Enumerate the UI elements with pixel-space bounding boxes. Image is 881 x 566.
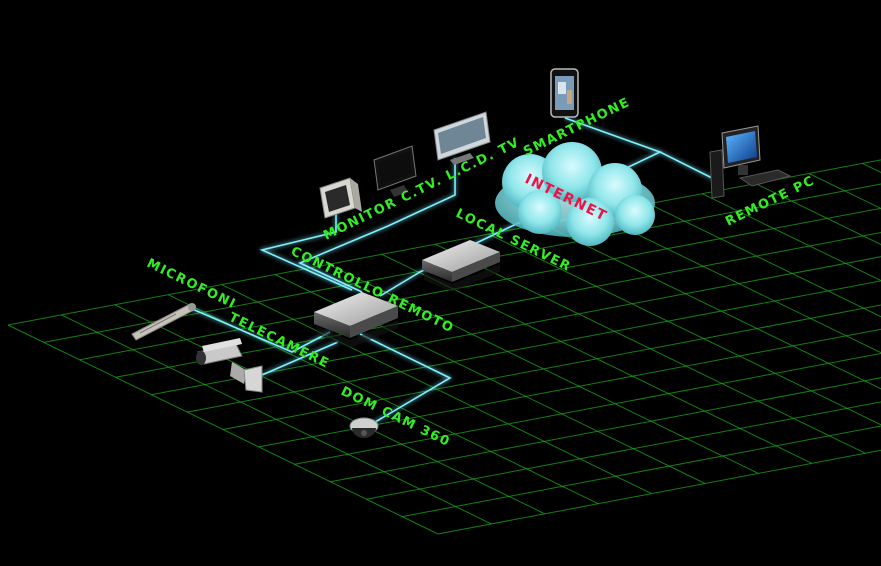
grid-line (648, 203, 881, 318)
cable-remotepc-internet (659, 151, 721, 183)
grid-line (330, 377, 881, 483)
grid-line (258, 328, 881, 448)
crt-monitor-icon (319, 177, 362, 219)
grid-line (222, 304, 881, 430)
grid-line (437, 449, 881, 535)
grid-line (402, 425, 881, 518)
grid-line (366, 401, 881, 500)
flat-tv (433, 111, 491, 165)
cable-camera-controller (261, 341, 339, 376)
grid-line (187, 280, 881, 413)
grid-line (294, 352, 881, 465)
grid-line (755, 183, 881, 246)
grid-line (862, 162, 881, 173)
remote-pc-label: REMOTE PC (723, 173, 817, 229)
smartphone (550, 68, 579, 118)
internet-cloud: INTERNET (495, 142, 655, 246)
dom-cam-label: DOM CAM 360 (338, 384, 452, 450)
dome-camera (349, 417, 379, 438)
dome-camera-icon (349, 417, 379, 438)
remote-pc (709, 125, 792, 199)
microphone-icon (131, 303, 196, 341)
bullet-camera (196, 338, 263, 393)
cable-controller-domecam (359, 333, 452, 429)
desktop-pc-icon (709, 125, 792, 199)
flat-tv-icon (433, 111, 491, 165)
grid-line (79, 207, 881, 361)
local-server (422, 240, 500, 292)
dvr-box-icon (314, 292, 398, 348)
crt-monitor (319, 177, 362, 219)
cable-monitor-controller (259, 213, 353, 291)
cloud-icon (495, 142, 655, 246)
cable-tv-controller (298, 158, 456, 293)
server-box-icon (422, 240, 500, 292)
microphone (131, 303, 196, 341)
grid-line (808, 173, 881, 210)
grid-line (115, 232, 881, 378)
grid-line (151, 256, 881, 396)
remote-controller (314, 292, 398, 348)
lcd-monitor-icon (373, 145, 417, 197)
smartphone-icon (550, 68, 579, 118)
security-camera-icon (196, 338, 263, 393)
lcd-monitor (373, 145, 417, 197)
cable-mic-controller (189, 307, 331, 353)
